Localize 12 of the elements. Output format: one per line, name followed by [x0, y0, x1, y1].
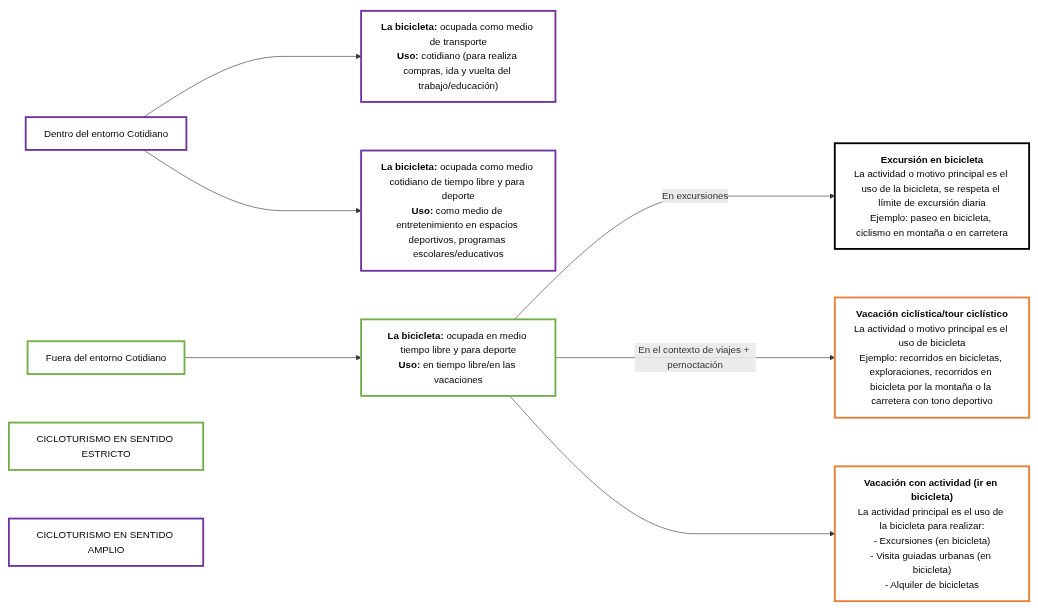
node-box: La bicicleta: ocupada como medio de transporte Uso: cotidiano (para realiza compras, ida y vuelta del trabajo/educación)	[360, 9, 557, 103]
node-box: La bicicleta: ocupada como medio cotidiano de tiempo libre y para deporte Uso: como medio de entretenimiento en espacios deportivos, programas escolares/educativos	[360, 149, 557, 272]
node-box: Excursión en bicicleta La actividad o motivo principal es el uso de la bicicleta, se respeta el límite de excursión diaria Ejemplo: paseo en bicicleta, ciclismo en montaña o en carretera	[833, 141, 1031, 250]
node-box: La bicicleta: ocupada en medio tiempo libre y para deporte Uso: en tiempo libre/en las vacaciones	[360, 317, 557, 397]
edge-label: En el contexto de viajes + pernoctación	[638, 344, 750, 370]
node-box: Dentro del entorno Cotidiano	[24, 115, 188, 151]
node-box: CICLOTURISMO EN SENTIDO ESTRICTO	[7, 421, 205, 471]
node-box: Vacación con actividad (ir en bicicleta) La actividad principal es el uso de la bicicleta para realizar: - Excursiones (en bicicleta) - Visita guiadas urbanas (en bicicleta) - Alquiler de bicicletas	[833, 464, 1031, 602]
node-box: CICLOTURISMO EN SENTIDO AMPLIO	[7, 517, 205, 567]
edge-label: En excursiones	[661, 190, 729, 201]
node-box: Vacación ciclística/tour ciclístico La actividad o motivo principal es el uso de bicicleta Ejemplo: recorridos en bicicletas, exploraciones, recorridos en bicicleta por la montaña o la carretera con tono deportivo	[833, 296, 1031, 419]
node-box: Fuera del entorno Cotidiano	[26, 339, 186, 375]
